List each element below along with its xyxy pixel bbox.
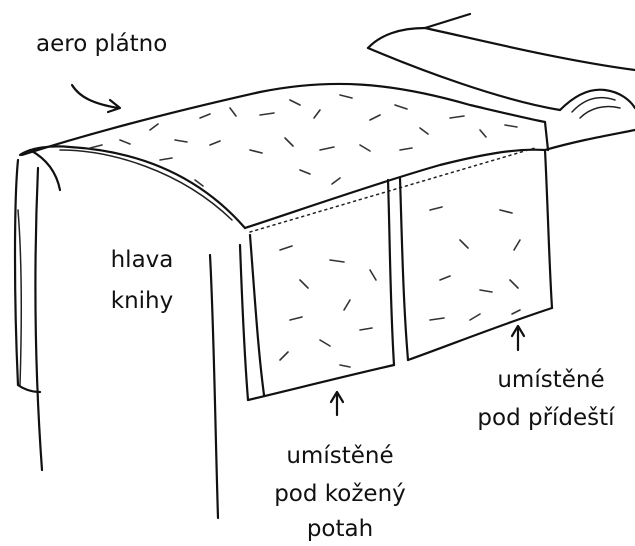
label-pod-predesti-line1: umístěné (466, 366, 635, 394)
label-aero-platno: aero plátno (36, 30, 167, 58)
book-head (15, 146, 248, 518)
left-flap (18, 210, 21, 385)
book-board-top (368, 14, 635, 150)
label-pod-kozeny-line1: umístěné (250, 442, 430, 470)
cloth-texture (90, 95, 520, 367)
label-pod-kozeny-line3: potah (250, 515, 430, 543)
label-hlava: hlava (96, 246, 188, 274)
aero-cloth (22, 84, 548, 232)
flap-under-pastedown (388, 150, 552, 365)
label-pod-predesti-line2: pod přídeští (458, 404, 634, 432)
flap-under-leather (248, 235, 394, 400)
arrow-aero (72, 85, 118, 108)
label-pod-kozeny-line2: pod kožený (250, 480, 430, 508)
label-knihy: knihy (96, 287, 188, 315)
